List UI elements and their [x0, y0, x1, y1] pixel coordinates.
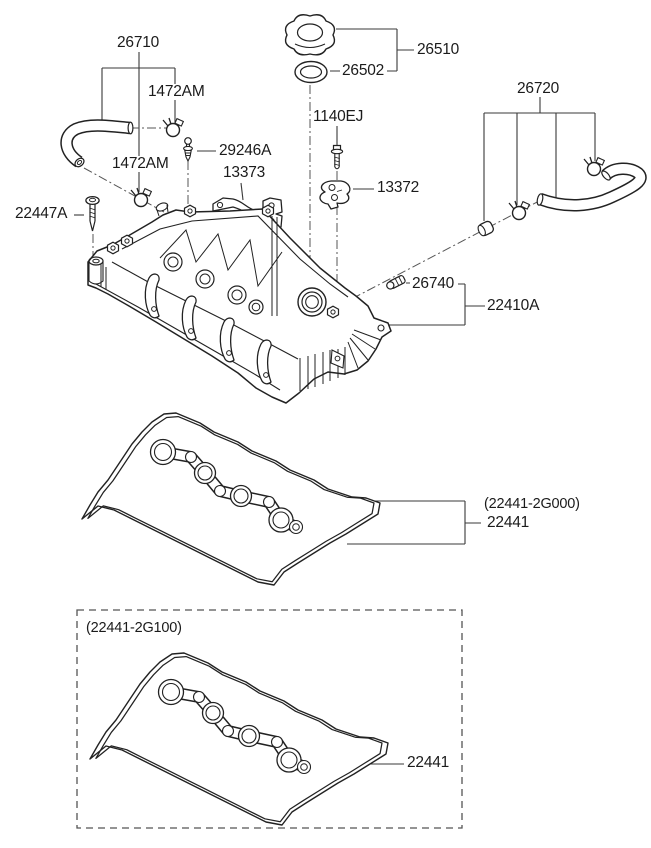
stud-29246a: [183, 137, 193, 163]
part-label-22410a: 22410A: [485, 297, 542, 315]
part-label-26740: 26740: [410, 275, 457, 293]
bolt-boss-nut: [106, 241, 120, 255]
breather-hose-26710: [60, 119, 134, 168]
filler-cap-gasket-26502: [294, 60, 328, 84]
part-label-29246a: 29246A: [217, 142, 274, 160]
breather-nozzle: [155, 202, 169, 217]
bolt-boss-nut: [261, 204, 275, 218]
leader-lines: [74, 28, 596, 765]
variant-box-code: (22441-2G100): [84, 620, 184, 637]
part-label-1140ej: 1140EJ: [311, 108, 366, 126]
part-label-22447a: 22447A: [13, 205, 70, 223]
rocker-cover-gasket-22441: [82, 413, 380, 585]
pcv-hose-26720: [536, 162, 647, 212]
part-label-26502: 26502: [340, 62, 387, 80]
clamp-1472am-icon: [162, 117, 185, 138]
part-label-26710: 26710: [115, 34, 162, 52]
hose-clamp-icon: [508, 200, 531, 221]
bolt-22447a: [85, 195, 100, 232]
part-label-26510: 26510: [415, 41, 462, 59]
part-label-13373: 13373: [221, 164, 268, 182]
part-label-1472am: 1472AM: [146, 83, 207, 101]
hose-connector-bush: [477, 220, 495, 237]
bolt-boss-nut: [183, 204, 197, 218]
rocker-cover-gasket-22441-alt: [90, 653, 388, 825]
bolt-1140ej: [330, 144, 344, 170]
bolt-boss-nut: [120, 234, 134, 248]
part-label-26720: 26720: [515, 80, 562, 98]
pcv-valve-26740: [386, 275, 406, 290]
part-label-1472am: 1472AM: [110, 155, 171, 173]
part-label-22441-variant: (22441-2G000): [482, 496, 582, 513]
part-label-22441: 22441: [405, 754, 452, 772]
oil-filler-cap-26510: [284, 14, 336, 56]
part-label-22441: 22441: [485, 514, 532, 532]
rocker-cover-22410a: [87, 202, 392, 404]
center-lines: [83, 85, 542, 306]
variant-box-border: [76, 609, 463, 829]
part-label-13372: 13372: [375, 179, 422, 197]
bracket-13372: [319, 180, 351, 210]
bolt-boss-nut: [326, 305, 340, 319]
